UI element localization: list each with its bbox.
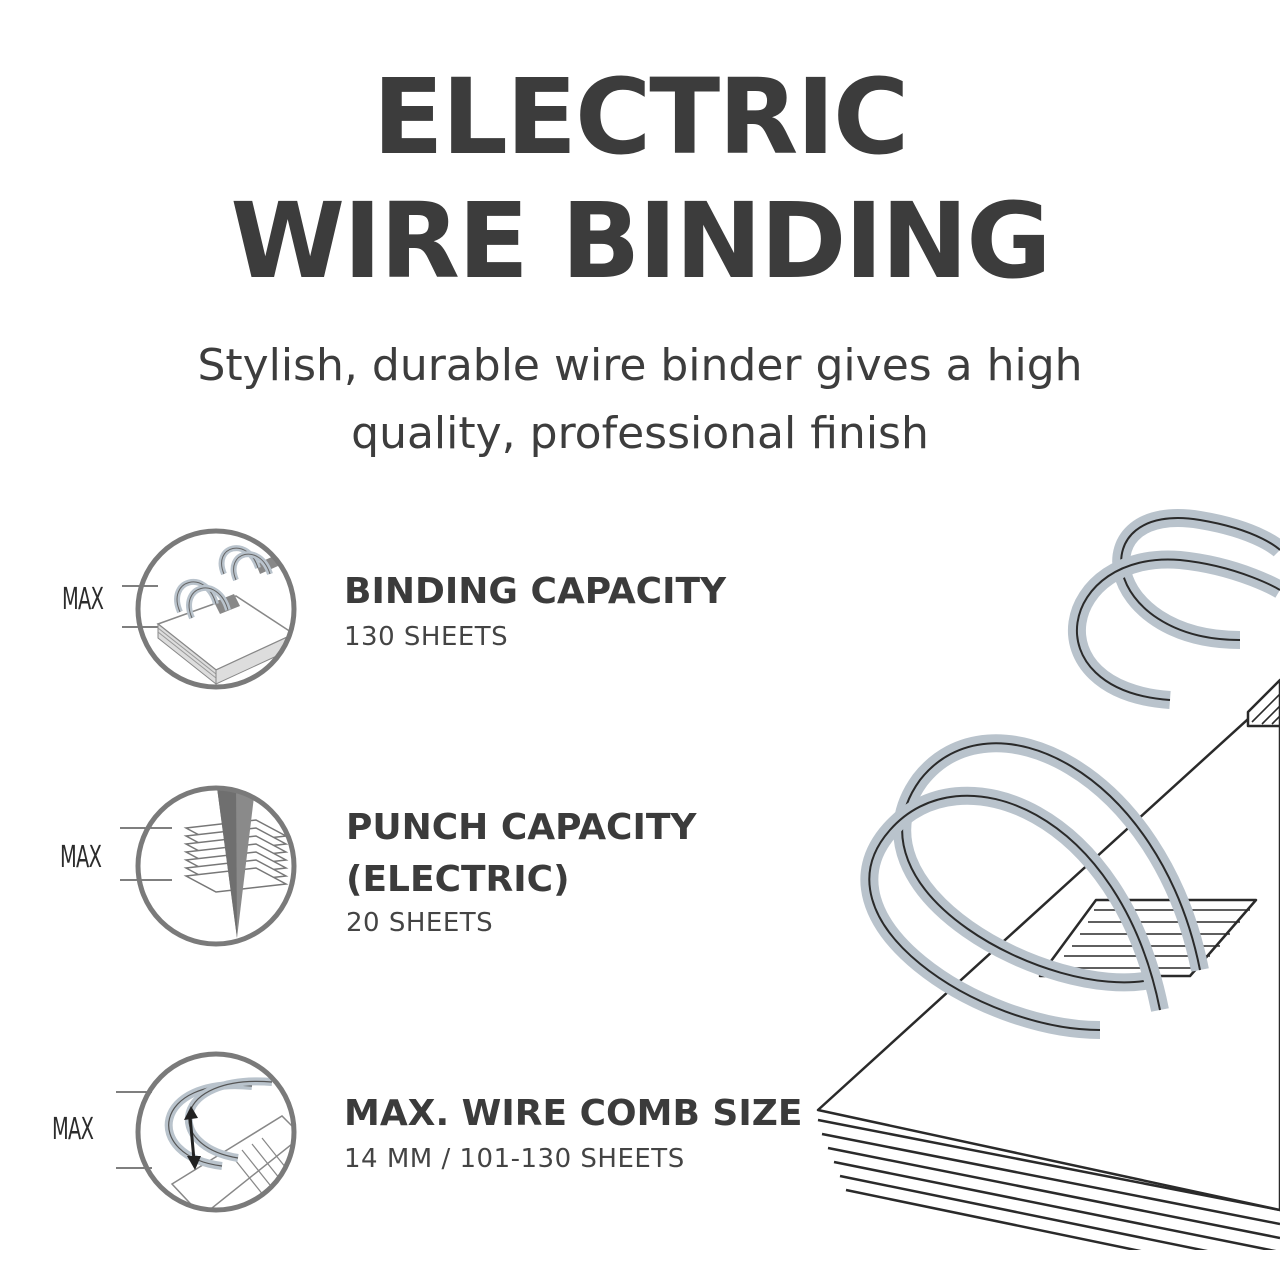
headline-line-2: WIRE BINDING <box>230 180 1051 302</box>
feature-value: 20 SHEETS <box>346 908 494 938</box>
feature-title: MAX. WIRE COMB SIZE <box>344 1088 802 1140</box>
feature-value: 14 MM / 101-130 SHEETS <box>344 1144 685 1174</box>
max-label: MAX <box>52 1112 94 1147</box>
subtitle-line-1: Stylish, durable wire binder gives a hig… <box>197 340 1083 391</box>
feature-value: 130 SHEETS <box>344 622 509 652</box>
punch-capacity-icon <box>120 785 297 947</box>
feature-title-line: MAX. WIRE COMB SIZE <box>344 1093 803 1134</box>
wire-binding-illustration <box>816 509 1280 1250</box>
wire-comb-size-icon <box>116 1051 297 1213</box>
feature-title-line: PUNCH CAPACITY <box>346 807 697 848</box>
feature-title: PUNCH CAPACITY (ELECTRIC) <box>346 802 697 906</box>
binding-capacity-icon <box>122 528 297 690</box>
feature-title: BINDING CAPACITY <box>344 566 726 618</box>
feature-title-line: (ELECTRIC) <box>346 859 570 900</box>
headline-line-1: ELECTRIC <box>372 56 910 178</box>
feature-title-line: BINDING CAPACITY <box>344 571 727 612</box>
max-label: MAX <box>60 840 102 875</box>
subtitle: Stylish, durable wire binder gives a hig… <box>0 332 1280 468</box>
subtitle-line-2: quality, professional finish <box>351 408 929 459</box>
max-label: MAX <box>62 582 104 617</box>
